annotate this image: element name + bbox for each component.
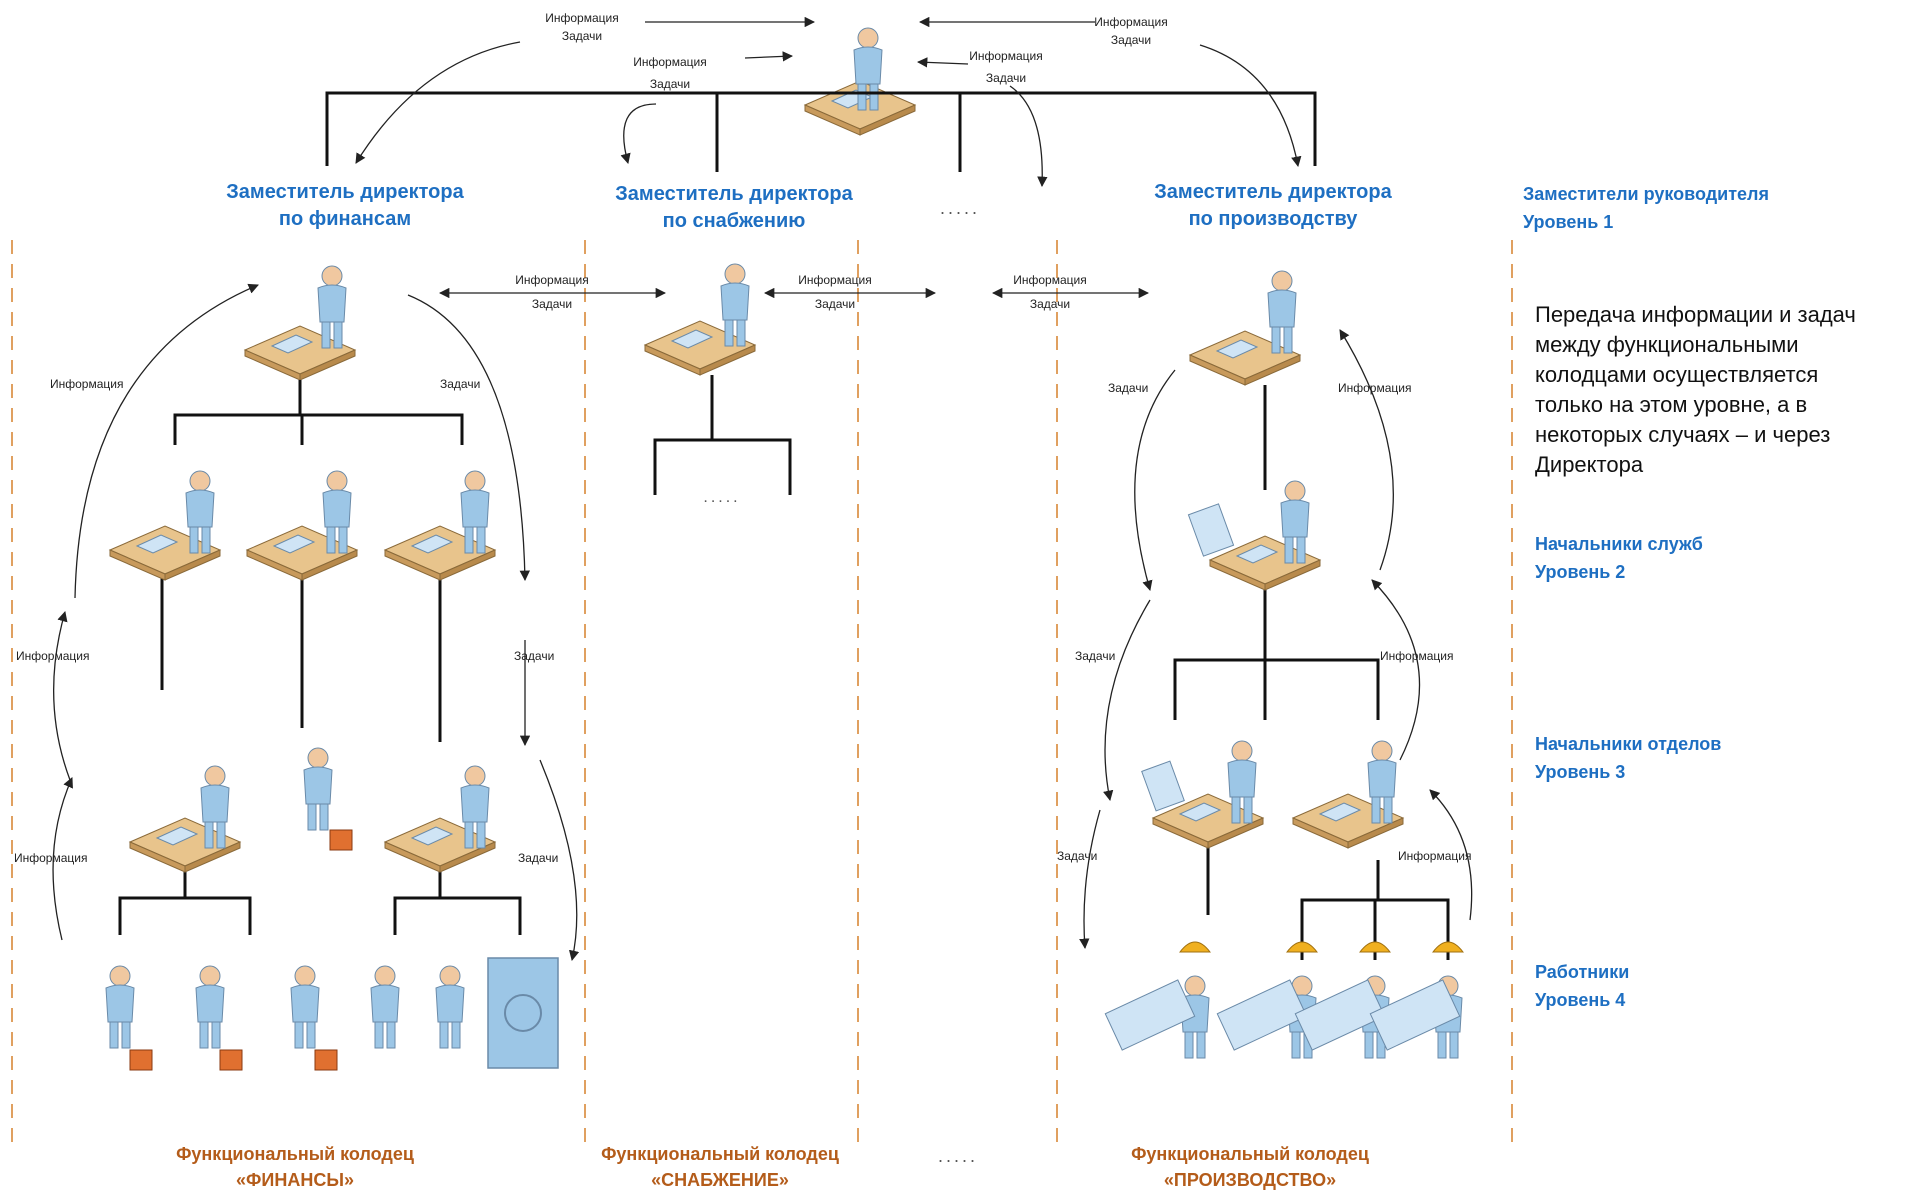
well-production-name: «ПРОИЗВОДСТВО»	[1164, 1170, 1336, 1190]
top-left-inner-tasks: Задачи	[650, 77, 690, 91]
finance-tree-lines	[118, 380, 522, 935]
well-finance-title: Функциональный колодец	[176, 1144, 414, 1164]
blueprint-icon	[1216, 979, 1308, 1051]
briefcase-icon	[219, 1049, 243, 1071]
safe-icon	[487, 957, 559, 1069]
briefcase-icon	[129, 1049, 153, 1071]
well-ellipsis: .....	[938, 1146, 978, 1166]
finance-level1-figure	[244, 265, 356, 381]
production-flow-arrows	[1079, 329, 1473, 950]
director-figure	[804, 27, 916, 136]
finance-tasks-label: Задачи	[518, 851, 558, 865]
supply-tree-lines	[653, 375, 792, 495]
well-supply-name: «СНАБЖЕНИЕ»	[651, 1170, 789, 1190]
exchange-c-info: Информация	[1013, 273, 1086, 287]
well-finance-name: «ФИНАНСЫ»	[236, 1170, 354, 1190]
monitor-icon	[1187, 503, 1235, 557]
production-level3-figures	[1141, 740, 1404, 849]
director-connectors	[325, 91, 1317, 172]
finance-flow-arrows	[52, 283, 580, 962]
legend-note-line: некоторых случаях – и через	[1535, 422, 1830, 447]
legend-note-line: Директора	[1535, 452, 1644, 477]
production-level2-figure	[1187, 480, 1321, 591]
finance-info-label: Информация	[50, 377, 123, 391]
director-arrows	[355, 16, 1302, 188]
exchange-a-tasks: Задачи	[532, 297, 572, 311]
finance-info-label: Информация	[16, 649, 89, 663]
briefcase-icon	[314, 1049, 338, 1071]
legend-level3-title: Начальники отделов	[1535, 734, 1721, 754]
legend-level2-label: Уровень 2	[1535, 562, 1625, 582]
top-right-outer-info: Информация	[1094, 15, 1167, 29]
legend-level3-label: Уровень 3	[1535, 762, 1625, 782]
legend-level2-title: Начальники служб	[1535, 534, 1703, 554]
finance-info-label: Информация	[14, 851, 87, 865]
legend-level4-title: Работники	[1535, 962, 1629, 982]
helmet-icon	[1178, 941, 1212, 953]
top-right-inner-tasks: Задачи	[986, 71, 1026, 85]
deputy-finance-subtitle: по финансам	[279, 208, 411, 230]
production-info-label: Информация	[1338, 381, 1411, 395]
finance-level4-figures	[105, 957, 559, 1071]
blueprint-icon	[1104, 979, 1196, 1051]
production-info-label: Информация	[1380, 649, 1453, 663]
production-tree-lines	[1173, 385, 1450, 960]
supply-level1-figure	[644, 263, 756, 376]
finance-level3-figures	[129, 747, 496, 873]
helmet-icon	[1431, 941, 1465, 953]
exchange-b-info: Информация	[798, 273, 871, 287]
top-left-inner-info: Информация	[633, 55, 706, 69]
production-tasks-label: Задачи	[1075, 649, 1115, 663]
finance-level2-figures	[109, 470, 496, 581]
legend-note-line: колодцами осуществляется	[1535, 362, 1818, 387]
deputy-production-subtitle: по производству	[1189, 208, 1359, 230]
deputy-finance-title: Заместитель директора	[226, 181, 464, 203]
deputy-supply-subtitle: по снабжению	[663, 210, 806, 232]
safe-dial-icon	[504, 994, 542, 1032]
well-production-title: Функциональный колодец	[1131, 1144, 1369, 1164]
top-right-outer-tasks: Задачи	[1111, 33, 1151, 47]
monitor-icon	[1141, 760, 1185, 812]
production-info-label: Информация	[1398, 849, 1471, 863]
deputy-ellipsis: .....	[940, 198, 980, 218]
legend-note: Передача информации и задач между функци…	[1535, 302, 1856, 477]
helmet-icon	[1285, 941, 1319, 953]
production-tasks-label: Задачи	[1108, 381, 1148, 395]
production-tasks-label: Задачи	[1057, 849, 1097, 863]
finance-tasks-label: Задачи	[440, 377, 480, 391]
well-supply-title: Функциональный колодец	[601, 1144, 839, 1164]
legend-level1-label: Уровень 1	[1523, 212, 1613, 232]
top-left-outer-info: Информация	[545, 11, 618, 25]
top-left-outer-tasks: Задачи	[562, 29, 602, 43]
deputy-production-title: Заместитель директора	[1154, 181, 1392, 203]
finance-tasks-label: Задачи	[514, 649, 554, 663]
blueprint-icon	[1294, 979, 1386, 1051]
exchange-a-info: Информация	[515, 273, 588, 287]
helmet-icon	[1358, 941, 1392, 953]
blueprint-icon	[1369, 979, 1461, 1051]
legend-note-line: только на этом уровне, а в	[1535, 392, 1807, 417]
briefcase-icon	[329, 829, 353, 851]
exchange-b-tasks: Задачи	[815, 297, 855, 311]
exchange-c-tasks: Задачи	[1030, 297, 1070, 311]
legend-level1-title: Заместители руководителя	[1523, 184, 1769, 204]
legend-note-line: Передача информации и задач	[1535, 302, 1856, 327]
production-level4-figures	[1104, 941, 1465, 1059]
top-right-inner-info: Информация	[969, 49, 1042, 63]
supply-ellipsis: .....	[703, 489, 740, 506]
deputy-supply-title: Заместитель директора	[615, 183, 853, 205]
column-dividers	[11, 240, 1513, 1150]
legend-note-line: между функциональными	[1535, 332, 1799, 357]
legend-level4-label: Уровень 4	[1535, 990, 1625, 1010]
production-level1-figure	[1189, 270, 1301, 386]
